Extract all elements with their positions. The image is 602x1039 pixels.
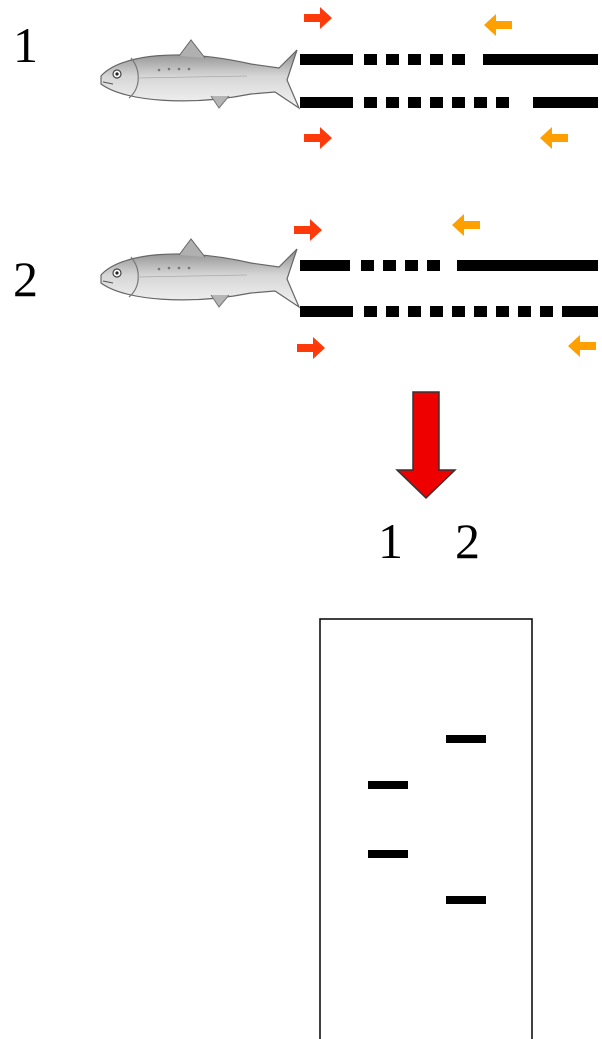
- big-down-arrow: [395, 391, 457, 500]
- fish-icon: [100, 39, 300, 109]
- reverse-primer-arrow: [452, 214, 480, 236]
- dna-strand-2-bottom: [300, 306, 598, 317]
- gel-lane-2-label: 2: [455, 513, 480, 569]
- gel-band-lane-2: [446, 896, 486, 904]
- fish-icon: [100, 238, 300, 308]
- reverse-primer-arrow: [484, 14, 512, 36]
- reverse-primer-arrow: [540, 127, 568, 149]
- sample-2-number: 2: [13, 251, 38, 307]
- forward-primer-arrow: [297, 337, 325, 359]
- forward-primer-arrow: [304, 7, 332, 29]
- dna-strand-1-top: [300, 54, 598, 65]
- sample-1-number: 1: [13, 17, 38, 73]
- gel-band-lane-2: [446, 735, 486, 743]
- gel-band-lane-1: [368, 850, 408, 858]
- gel-lane-1-label: 1: [378, 513, 403, 569]
- dna-strand-2-top: [300, 260, 598, 271]
- dna-strand-1-bottom: [300, 97, 598, 108]
- gel-box: [319, 618, 533, 1039]
- forward-primer-arrow: [294, 219, 322, 241]
- reverse-primer-arrow: [568, 335, 596, 357]
- forward-primer-arrow: [304, 127, 332, 149]
- gel-band-lane-1: [368, 781, 408, 789]
